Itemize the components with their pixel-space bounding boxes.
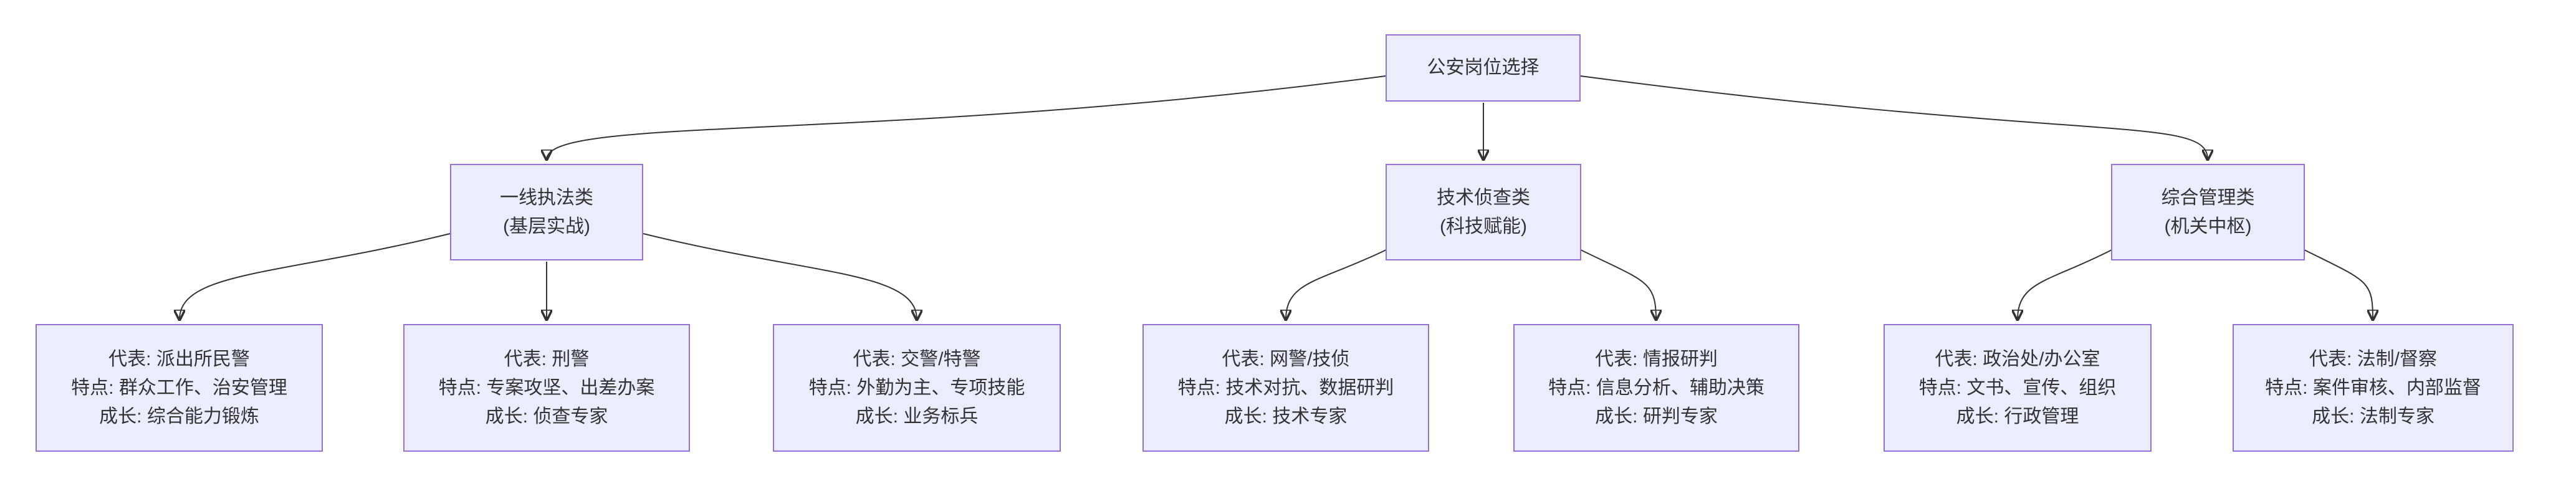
category-subtitle: (机关中枢) <box>2164 216 2252 237</box>
leaf-growth: 成长: 侦查专家 <box>485 406 608 427</box>
leaf-representative: 代表: 交警/特警 <box>853 348 981 369</box>
leaf-representative: 代表: 法制/督察 <box>2309 348 2437 369</box>
leaf-features: 特点: 信息分析、辅助决策 <box>1548 377 1764 398</box>
edge-root-to-frontline <box>547 75 1386 160</box>
leaf-representative: 代表: 情报研判 <box>1595 348 1718 369</box>
leaf-growth: 成长: 技术专家 <box>1224 406 1348 427</box>
leaf-features: 特点: 文书、宣传、组织 <box>1918 377 2117 398</box>
leaf-features: 特点: 外勤为主、专项技能 <box>808 377 1025 398</box>
leaf-growth: 成长: 法制专家 <box>2312 406 2435 427</box>
node-root: 公安岗位选择 <box>1386 34 1581 102</box>
leaf-features: 特点: 群众工作、治安管理 <box>71 377 287 398</box>
leaf-growth: 成长: 业务标兵 <box>855 406 979 427</box>
node-frontline-enforcement: 一线执法类 (基层实战) <box>450 164 643 260</box>
node-political-office: 代表: 政治处/办公室 特点: 文书、宣传、组织 成长: 行政管理 <box>1884 324 2152 452</box>
leaf-growth: 成长: 综合能力锻炼 <box>99 406 259 427</box>
node-legal-supervision: 代表: 法制/督察 特点: 案件审核、内部监督 成长: 法制专家 <box>2233 324 2514 452</box>
node-technical-investigation: 技术侦查类 (科技赋能) <box>1386 164 1581 260</box>
node-traffic-swat-police: 代表: 交警/特警 特点: 外勤为主、专项技能 成长: 业务标兵 <box>773 324 1061 452</box>
leaf-features: 特点: 专案攻坚、出差办案 <box>438 377 655 398</box>
category-subtitle: (基层实战) <box>503 216 590 237</box>
category-title: 综合管理类 <box>2161 187 2255 208</box>
leaf-representative: 代表: 政治处/办公室 <box>1935 348 2100 369</box>
node-criminal-police: 代表: 刑警 特点: 专案攻坚、出差办案 成长: 侦查专家 <box>403 324 690 452</box>
leaf-features: 特点: 案件审核、内部监督 <box>2265 377 2481 398</box>
leaf-growth: 成长: 研判专家 <box>1595 406 1718 427</box>
edge-management-to-legal-supervision <box>2302 249 2373 320</box>
node-police-station-officer: 代表: 派出所民警 特点: 群众工作、治安管理 成长: 综合能力锻炼 <box>36 324 323 452</box>
edge-frontline-to-station-officer <box>180 233 451 320</box>
edge-frontline-to-traffic-swat <box>643 233 917 320</box>
leaf-features: 特点: 技术对抗、数据研判 <box>1177 377 1394 398</box>
edge-management-to-political-office <box>2018 249 2114 320</box>
node-comprehensive-management: 综合管理类 (机关中枢) <box>2111 164 2305 260</box>
category-subtitle: (科技赋能) <box>1440 216 1527 237</box>
leaf-representative: 代表: 刑警 <box>504 348 590 369</box>
node-root-label: 公安岗位选择 <box>1427 57 1539 78</box>
leaf-representative: 代表: 派出所民警 <box>108 348 250 369</box>
category-title: 技术侦查类 <box>1437 187 1530 208</box>
edge-technical-to-intelligence <box>1579 249 1656 320</box>
edge-technical-to-cyber-police <box>1286 249 1388 320</box>
node-cyber-tech-police: 代表: 网警/技侦 特点: 技术对抗、数据研判 成长: 技术专家 <box>1142 324 1429 452</box>
edge-root-to-management <box>1580 75 2208 160</box>
leaf-growth: 成长: 行政管理 <box>1956 406 2079 427</box>
category-title: 一线执法类 <box>500 187 593 208</box>
leaf-representative: 代表: 网警/技侦 <box>1222 348 1350 369</box>
node-intelligence-analysis: 代表: 情报研判 特点: 信息分析、辅助决策 成长: 研判专家 <box>1513 324 1799 452</box>
